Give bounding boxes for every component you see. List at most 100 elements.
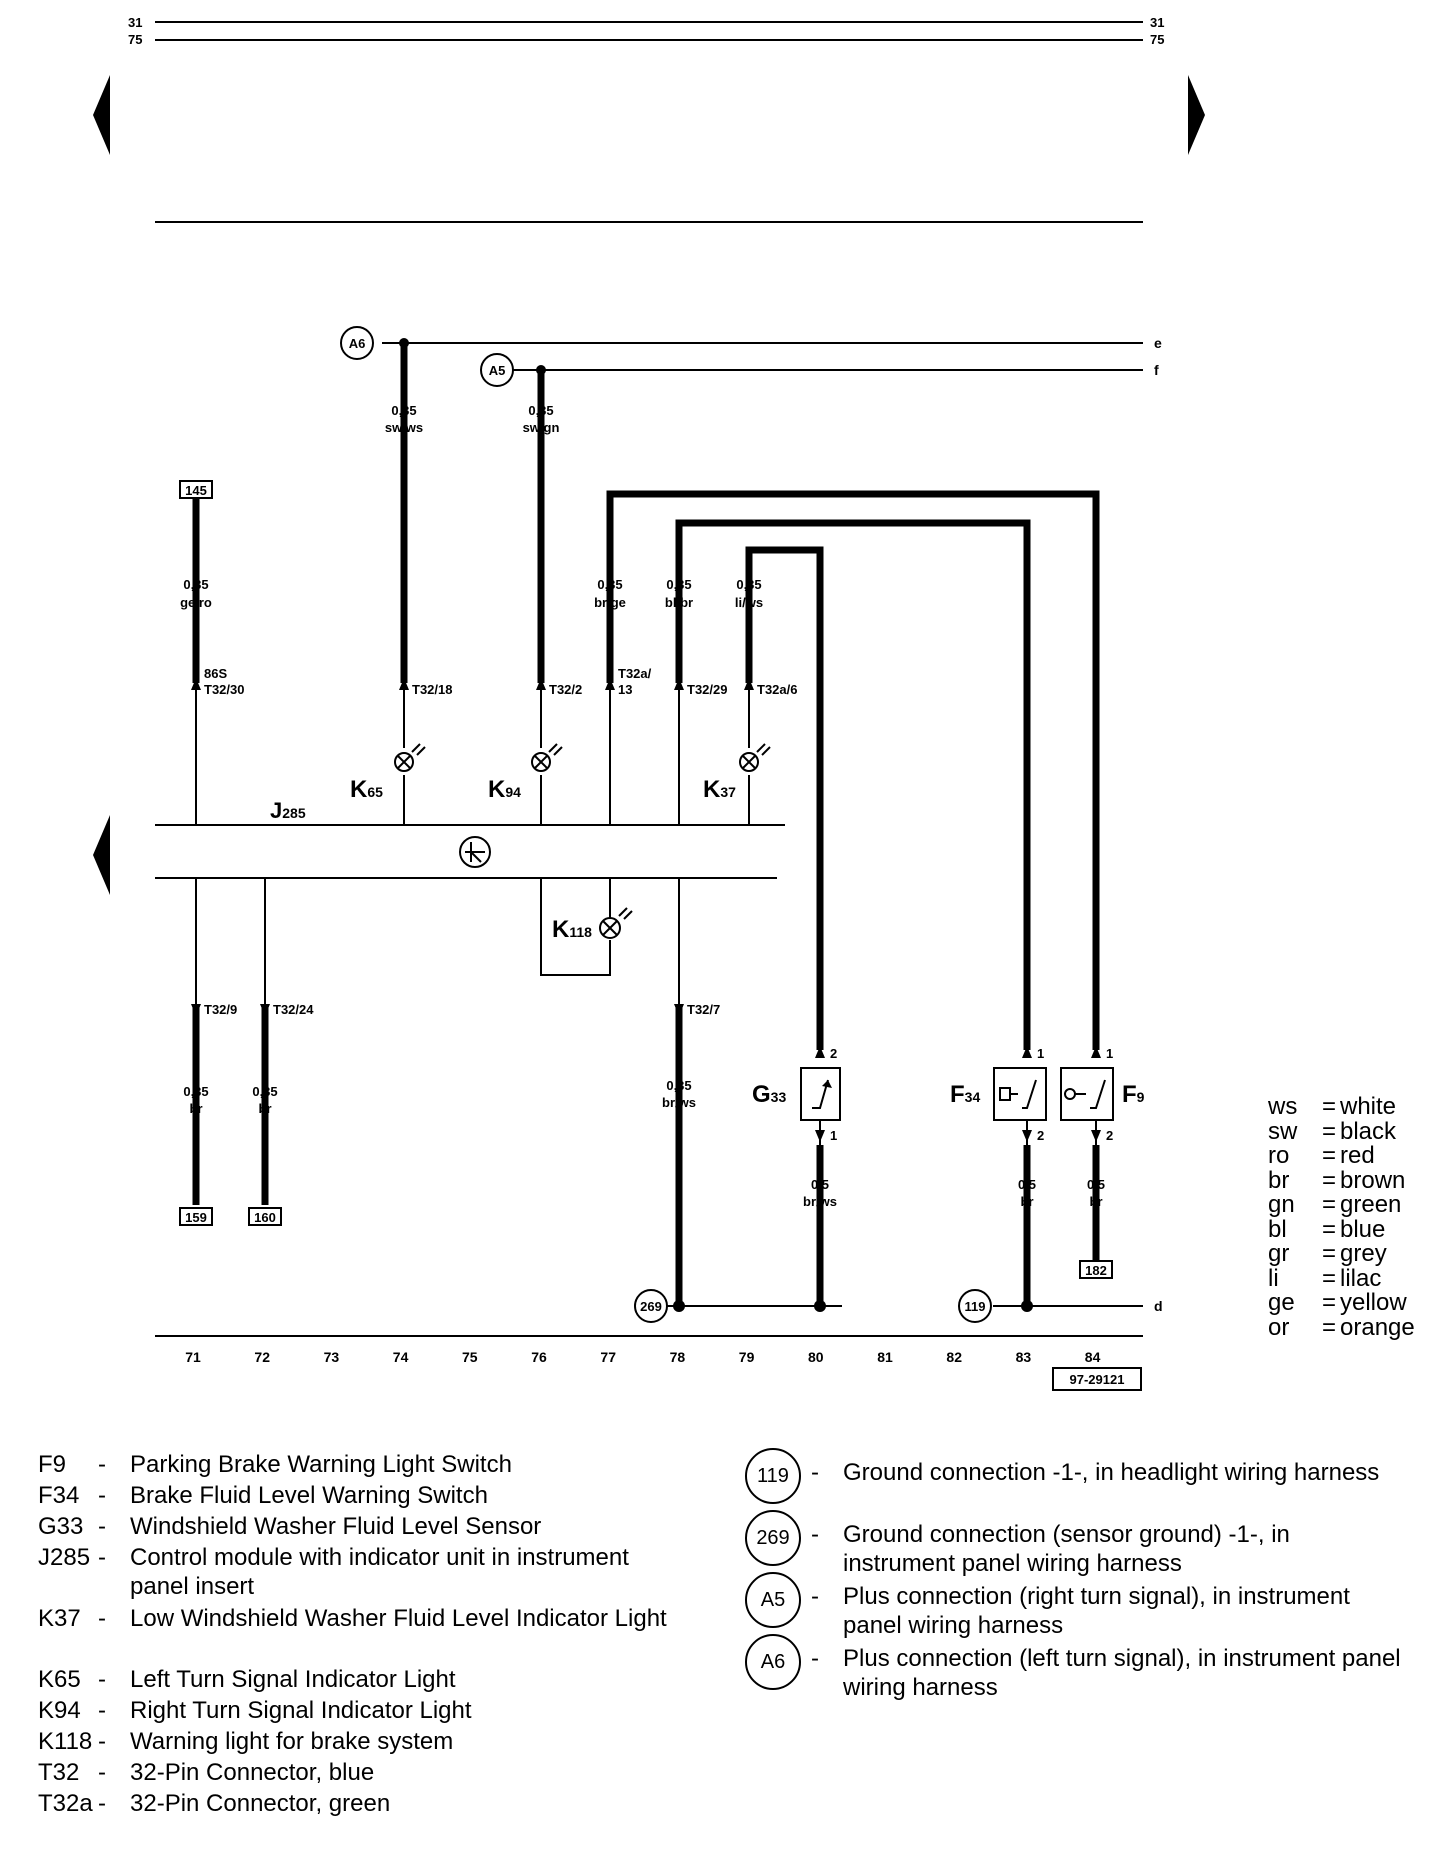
color-name: red: [1340, 1142, 1375, 1169]
pin-t32-24: T32/24: [273, 1002, 314, 1017]
g33-sensor-box: [800, 1067, 841, 1121]
component-code: K94: [38, 1697, 81, 1724]
color-name: blue: [1340, 1215, 1386, 1243]
next-page-arrow-icon: [1188, 75, 1205, 155]
diagram-graphic: [756, 743, 766, 753]
diagram-graphic: 2: [830, 1046, 837, 1061]
color-code: sw: [1268, 1117, 1298, 1145]
pin-t32-18: T32/18: [412, 682, 452, 697]
diagram-graphic: [618, 907, 628, 917]
diagram-graphic: [761, 746, 771, 756]
pin-t32-2: T32/2: [549, 682, 582, 697]
j285-label: J285: [270, 798, 306, 823]
equals-sign: =: [1322, 1142, 1337, 1169]
dash: -: [98, 1728, 106, 1755]
diagram-graphic: [1021, 1300, 1033, 1312]
color-code: bl: [1268, 1215, 1287, 1243]
column-number: 78: [670, 1349, 686, 1365]
diagram-graphic: 0,35 br 0,35 br 0,35 br/ws: [183, 1078, 696, 1116]
f9-label: F9: [1122, 1081, 1145, 1108]
box-160: [248, 1207, 282, 1226]
diagram-graphic: 118: [569, 924, 592, 940]
equals-sign: =: [1322, 1215, 1337, 1243]
ground-269-circle: [634, 1289, 668, 1323]
wire-bl-br-size: 0,35: [666, 577, 691, 592]
column-number: 71: [185, 1349, 201, 1365]
diagram-graphic: [815, 1046, 825, 1058]
component-code: J285: [38, 1544, 91, 1571]
equals-sign: =: [1322, 1240, 1337, 1267]
diagram-graphic: [534, 755, 548, 769]
wire-br-ge-size: 0,35: [597, 577, 622, 592]
diagram-graphic: [822, 1080, 832, 1088]
dash: -: [98, 1482, 106, 1509]
diagram-graphic: 34: [965, 1089, 981, 1105]
figure-id: 97-29121: [1070, 1372, 1125, 1387]
diagram-graphic: 160: [254, 1210, 276, 1225]
wire-br-71-color: br: [190, 1101, 203, 1116]
column-number: 80: [808, 1349, 824, 1365]
connector-a5-label: A5: [489, 363, 506, 378]
diagram-graphic: [674, 1004, 684, 1016]
wire-br-71-size: 0,35: [183, 1084, 208, 1099]
diagram-graphic: [260, 1004, 270, 1016]
continuation-arrow-icon: [93, 815, 110, 895]
rail-d-label: d: [1154, 1298, 1163, 1314]
pin-t32a-6: T32a/6: [757, 682, 797, 697]
rail-31-label-right: 31: [1150, 15, 1164, 30]
color-name: black: [1340, 1117, 1397, 1145]
g33-label: G33: [752, 1081, 786, 1108]
dash: -: [811, 1583, 819, 1610]
component-code: K65: [38, 1666, 81, 1693]
component-code: F34: [38, 1482, 80, 1509]
color-name: white: [1340, 1093, 1397, 1120]
equals-sign: =: [1322, 1264, 1337, 1292]
equals-sign: =: [1322, 1313, 1337, 1341]
diagram-graphic: [1022, 1079, 1037, 1109]
diagram-graphic: 159: [185, 1210, 207, 1225]
color-code: or: [1268, 1313, 1290, 1341]
color-code: li: [1268, 1264, 1279, 1292]
ground-119-circle: [958, 1289, 992, 1323]
dash: -: [98, 1451, 106, 1478]
connector-a6-label: A6: [349, 336, 366, 351]
column-number: 76: [531, 1349, 547, 1365]
component-code: F9: [38, 1451, 67, 1478]
color-name: yellow: [1340, 1289, 1407, 1316]
diagram-graphic: [605, 678, 615, 690]
diagram-graphic: 9: [1137, 1089, 1145, 1105]
wire-br-72-color: br: [259, 1101, 272, 1116]
wire-sw-ws-color: sw/ws: [385, 420, 423, 435]
dash: -: [98, 1790, 106, 1817]
wire-br-72-size: 0,35: [252, 1084, 277, 1099]
wire-br-83-size: 0,5: [1018, 1177, 1036, 1192]
diagram-graphic: 65: [367, 784, 383, 800]
wire-sw-gn-size: 0,35: [528, 403, 553, 418]
connection-description: Plus connection (left turn signal), in i…: [843, 1645, 1401, 1701]
component-description: Warning light for brake system: [130, 1728, 454, 1755]
diagram-graphic: G: [752, 1081, 771, 1108]
box-182: [1079, 1260, 1113, 1279]
diagram-graphic: [536, 678, 546, 690]
diagram-graphic: [623, 910, 633, 920]
component-description: Windshield Washer Fluid Level Sensor: [130, 1513, 542, 1540]
f9-switch-box: [1060, 1067, 1114, 1121]
column-number: 74: [393, 1349, 409, 1365]
wire-sw-ws-size: 0,35: [391, 403, 416, 418]
diagram-graphic: [397, 755, 411, 769]
diagram-graphic: [744, 678, 754, 690]
pin-t32a-13-line2: 13: [618, 682, 632, 697]
component-description: Right Turn Signal Indicator Light: [130, 1697, 472, 1724]
pin-t32-30: T32/30: [204, 682, 244, 697]
component-description: Control module with indicator unit in in…: [130, 1544, 629, 1600]
diagram-graphic: [553, 746, 563, 756]
wire-br-ws-80-size: 0,5: [811, 1177, 829, 1192]
diagram-graphic: 2: [1037, 1128, 1044, 1143]
wire-sw-gn-color: sw/gn: [523, 420, 560, 435]
f34-switch-box: [993, 1067, 1047, 1121]
connector-a5-circle: [480, 353, 514, 387]
k118-loop: [540, 878, 611, 976]
k94-label: K94: [488, 776, 521, 803]
wire-br-84-size: 0,5: [1087, 1177, 1105, 1192]
